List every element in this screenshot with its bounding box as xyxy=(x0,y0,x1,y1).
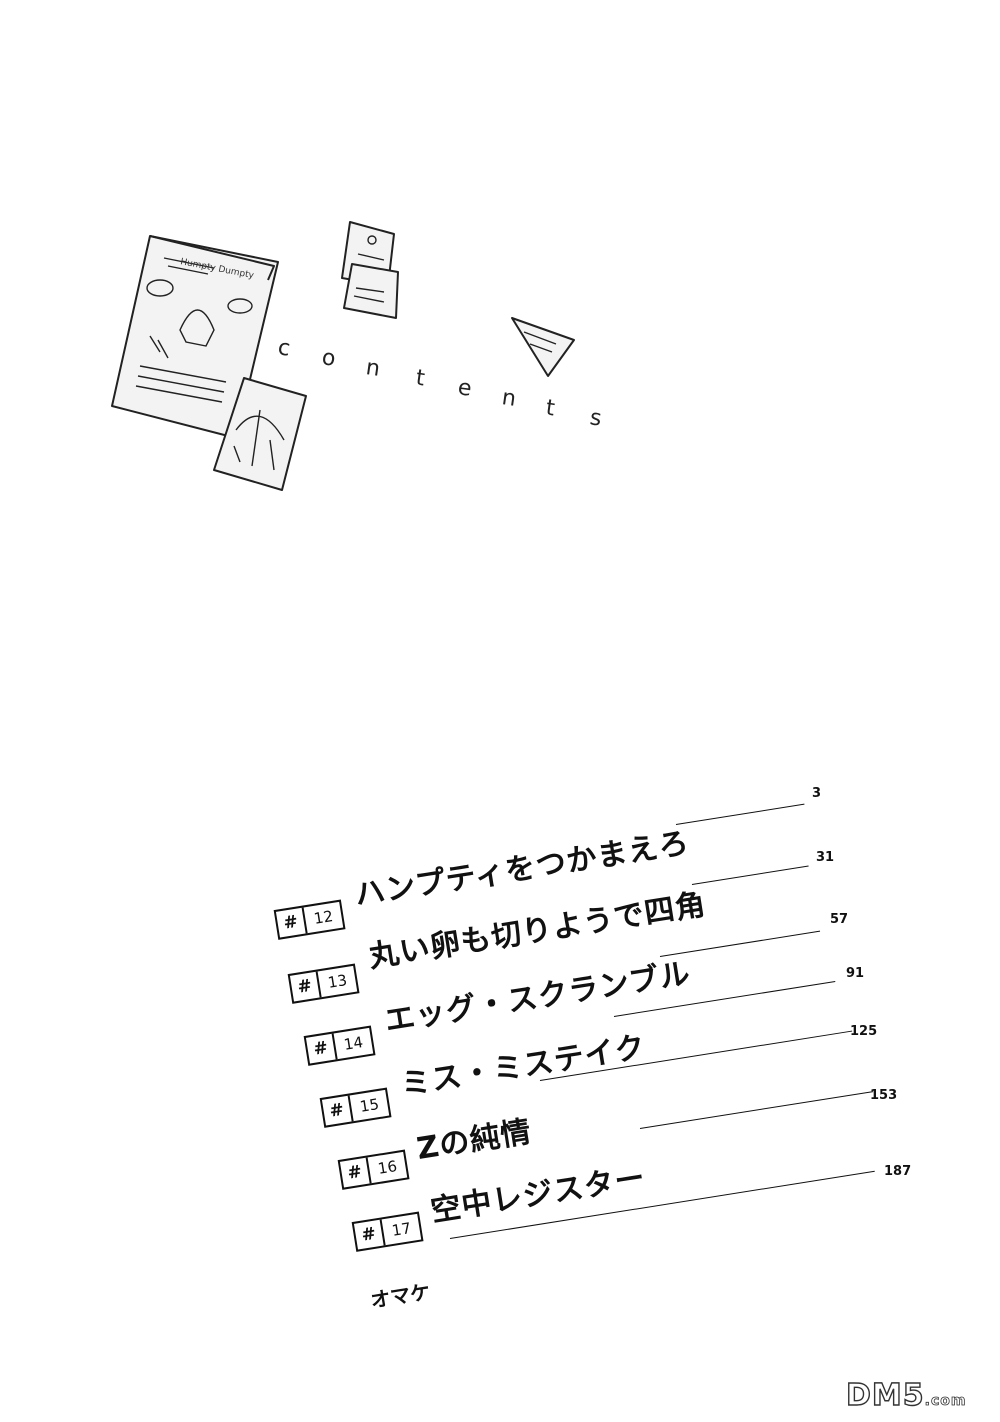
chapter-number: 14 xyxy=(342,1033,365,1054)
contents-letter: n xyxy=(500,385,518,412)
chapter-badge: # 12 xyxy=(273,899,346,940)
chapter-number: 16 xyxy=(376,1157,399,1178)
watermark-main: DM5 xyxy=(845,1377,925,1413)
site-watermark: DM5.com xyxy=(845,1377,967,1413)
page-number: 187 xyxy=(884,1164,912,1179)
chapter-badge: # 15 xyxy=(319,1087,392,1128)
chapter-title: ミス・ミステイク xyxy=(398,1029,649,1104)
leader-line xyxy=(691,865,809,885)
leader-line xyxy=(675,803,805,825)
chapter-title: Zの純情 xyxy=(414,1114,535,1168)
contents-letter: e xyxy=(456,375,474,402)
hash-icon: # xyxy=(353,1219,386,1250)
chapter-badge: # 14 xyxy=(303,1025,376,1066)
contents-letter: n xyxy=(364,355,382,382)
hash-icon: # xyxy=(289,971,322,1002)
contents-heading: c o n t e n t s xyxy=(0,0,1000,600)
leader-line xyxy=(659,930,821,957)
chapter-badge: # 16 xyxy=(337,1149,410,1190)
page-number: 91 xyxy=(846,966,865,981)
contents-letter: t xyxy=(544,395,557,422)
chapter-badge: # 13 xyxy=(287,963,360,1004)
page-number: 31 xyxy=(816,850,835,865)
hash-icon: # xyxy=(339,1157,372,1188)
chapter-badge: # 17 xyxy=(351,1211,424,1252)
hash-icon: # xyxy=(305,1033,338,1064)
chapter-number: 17 xyxy=(390,1219,413,1240)
chapter-number: 13 xyxy=(326,971,349,992)
page-number: 57 xyxy=(830,912,849,927)
chapter-number: 12 xyxy=(312,907,335,928)
contents-letter: s xyxy=(588,405,604,432)
chapter-number: 15 xyxy=(358,1095,381,1116)
hash-icon: # xyxy=(321,1095,354,1126)
hash-icon: # xyxy=(275,907,308,938)
omake-title: オマケ xyxy=(368,1279,432,1313)
sketch-notes-icon: Humpty Dumpty xyxy=(111,221,575,491)
contents-letter: t xyxy=(414,365,427,392)
page-number: 125 xyxy=(850,1024,878,1039)
chapter-title: 空中レジスター xyxy=(428,1160,649,1230)
page-number: 3 xyxy=(812,786,822,801)
contents-letter: o xyxy=(320,345,338,372)
page-number: 153 xyxy=(870,1088,898,1103)
contents-letter: c xyxy=(276,335,292,362)
watermark-suffix: .com xyxy=(924,1393,967,1410)
leader-line xyxy=(639,1091,874,1129)
